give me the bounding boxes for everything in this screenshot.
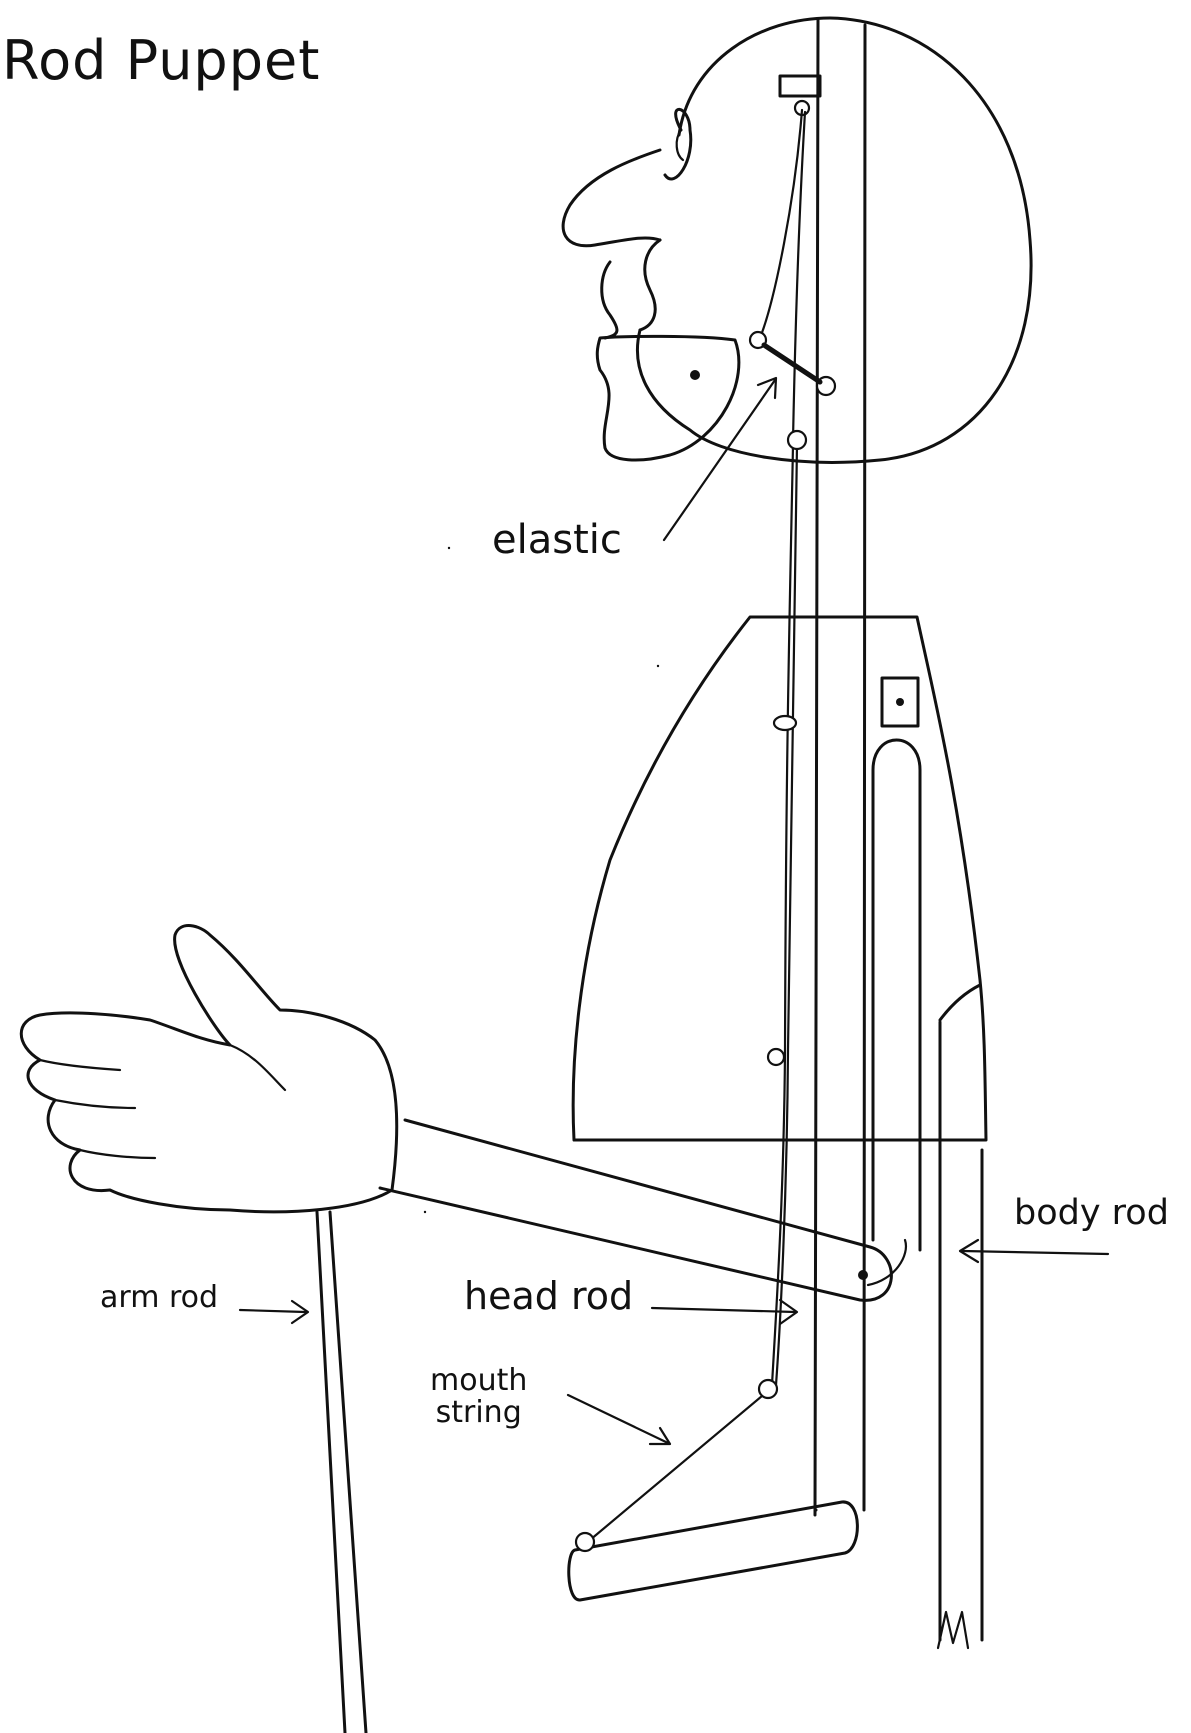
- elastic-label: elastic: [492, 520, 622, 560]
- ear: [665, 109, 691, 179]
- body-rod-label: body rod: [1014, 1196, 1169, 1231]
- body-rod: [938, 985, 1108, 1648]
- upper-arm: [873, 740, 920, 1250]
- lower-jaw: [597, 336, 739, 460]
- puppet-arm: [21, 926, 906, 1301]
- arm-rod-label: arm rod: [100, 1283, 218, 1313]
- nose: [563, 150, 660, 246]
- mouth-string-label-line2: string: [430, 1397, 527, 1429]
- puppet-body: [573, 617, 986, 1250]
- face-contour: [640, 240, 660, 330]
- mouth-string: [590, 110, 806, 1540]
- hand: [21, 926, 396, 1212]
- mouth-string-arrow: [568, 1395, 670, 1444]
- puppet-head: [563, 18, 1031, 462]
- head-rod-label: head rod: [464, 1277, 633, 1315]
- control-handle: [569, 1502, 858, 1600]
- elastic: [664, 332, 835, 540]
- head-outline: [637, 18, 1031, 462]
- upper-lip: [602, 262, 617, 338]
- arm-rod: [240, 1212, 366, 1733]
- mouth-string-label: mouth string: [430, 1365, 527, 1428]
- page-title: Rod Puppet: [2, 34, 320, 88]
- mouth-string-label-line1: mouth: [430, 1365, 527, 1397]
